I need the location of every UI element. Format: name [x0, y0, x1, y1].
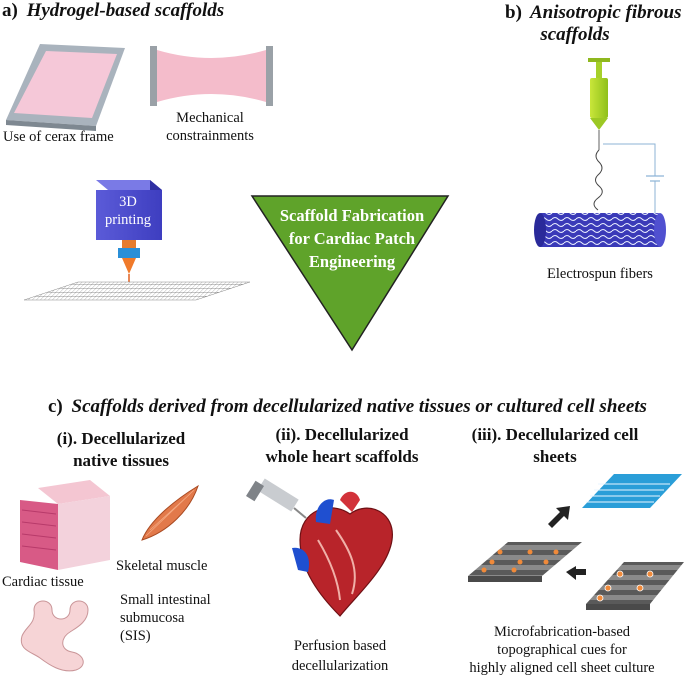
- micro-label-1: Microfabrication-based: [494, 624, 631, 640]
- electrospinning-illustration: [534, 58, 666, 247]
- mechanical-label-1: Mechanical: [176, 110, 244, 126]
- skeletal-label: Skeletal muscle: [116, 558, 207, 574]
- cerax-frame-illustration: [6, 44, 125, 131]
- mechanical-constraint-illustration: [150, 46, 273, 106]
- sis-label-3: (SIS): [120, 628, 151, 644]
- sis-label-1: Small intestinal: [120, 592, 211, 608]
- micro-label-2: topographical cues for: [497, 642, 627, 658]
- perfusion-label-1: Perfusion based: [294, 638, 387, 654]
- heart-illustration: [245, 478, 393, 617]
- printer-label-2: printing: [105, 212, 151, 228]
- perfusion-label-2: decellularization: [292, 658, 389, 674]
- cardiac-tissue-illustration: [20, 480, 110, 570]
- micro-label-3: highly aligned cell sheet culture: [469, 660, 654, 676]
- fibers-label: Electrospun fibers: [547, 266, 653, 282]
- center-title-line-2: for Cardiac Patch: [289, 229, 415, 248]
- subpanel-ii-title-1: (ii). Decellularized: [275, 425, 409, 444]
- sis-illustration: [20, 600, 89, 672]
- cell-sheet-illustration: [468, 474, 684, 610]
- cell-dots-right: [596, 570, 654, 602]
- sis-label-2: submucosa: [120, 610, 185, 626]
- panel-c-title: c) Scaffolds derived from decellularized…: [48, 396, 647, 417]
- subpanel-iii-title-1: (iii). Decellularized cell: [472, 425, 639, 444]
- printer-label-1: 3D: [119, 194, 137, 210]
- subpanel-iii-title-2: sheets: [533, 447, 577, 466]
- panel-b-title-2: scaffolds: [539, 24, 609, 45]
- subpanel-i-title-2: native tissues: [73, 451, 169, 470]
- cardiac-label: Cardiac tissue: [2, 574, 84, 590]
- center-triangle-shape: [250, 195, 450, 352]
- center-title-line-3: Engineering: [309, 252, 396, 271]
- mechanical-label-2: constrainments: [166, 128, 254, 144]
- subpanel-ii-title-2: whole heart scaffolds: [266, 447, 419, 466]
- frame-label: Use of cerax frame: [3, 129, 114, 145]
- printer-illustration: [23, 180, 251, 301]
- skeletal-muscle-illustration: [141, 484, 199, 541]
- panel-a-title: a) Hydrogel-based scaffolds: [2, 0, 224, 21]
- center-title-line-1: Scaffold Fabrication: [280, 206, 424, 225]
- panel-b: b) Anisotropic fibrous scaffolds Electro…: [505, 2, 681, 282]
- center-triangle: Scaffold Fabrication for Cardiac Patch E…: [250, 195, 450, 352]
- panel-b-title-1: b) Anisotropic fibrous: [505, 2, 681, 23]
- cell-dots-left: [481, 549, 559, 573]
- panel-c: c) Scaffolds derived from decellularized…: [2, 396, 684, 676]
- panel-a: a) Hydrogel-based scaffolds Use of cerax…: [2, 0, 273, 301]
- subpanel-i-title-1: (i). Decellularized: [57, 429, 186, 448]
